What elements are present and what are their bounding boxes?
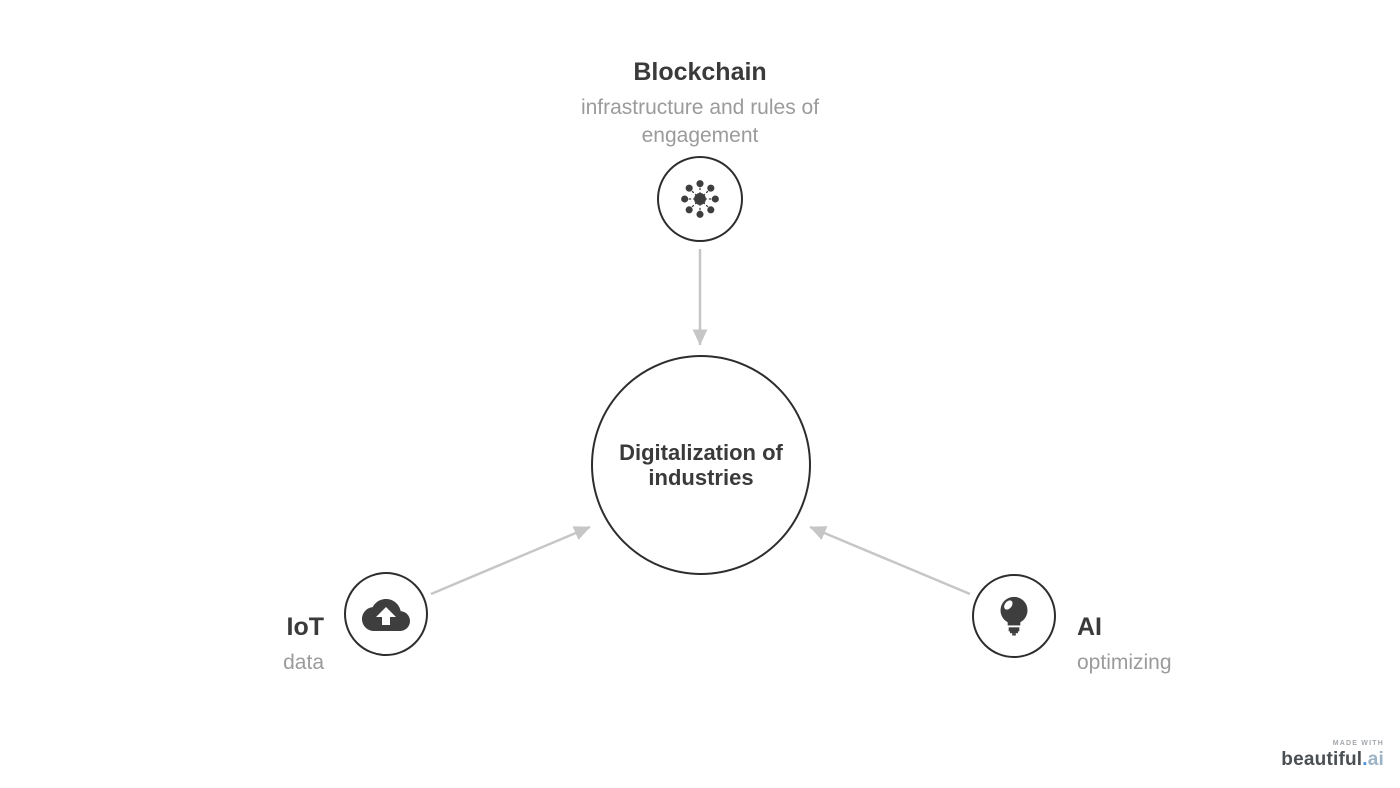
blockchain-node-circle	[657, 156, 743, 242]
iot-title: IoT	[286, 613, 325, 641]
made-with-label: MADE WITH	[1332, 740, 1384, 747]
arrow-iot-to-center	[430, 525, 591, 596]
iot-subtitle: data	[283, 651, 324, 674]
blockchain-label-group: Blockchain infrastructure and rules of e…	[500, 57, 900, 150]
brand-tld-text: ai	[1367, 749, 1384, 770]
ai-title: AI	[1077, 613, 1102, 641]
center-node-circle: Digitalization of industries	[591, 355, 811, 575]
beautiful-ai-watermark: MADE WITH beautiful.ai	[1281, 740, 1384, 769]
brand-dot-text: .	[1362, 749, 1368, 770]
brand-name-text: beautiful	[1281, 749, 1363, 770]
cloud-upload-icon	[362, 599, 410, 631]
blockchain-subtitle: infrastructure and rules of engagement	[580, 96, 820, 147]
iot-node-circle	[344, 572, 428, 656]
ai-label-group: AI optimizing	[1077, 612, 1172, 677]
ai-node-circle	[972, 574, 1056, 658]
iot-label-group: IoT data	[283, 612, 324, 677]
center-node-label: Digitalization of industries	[619, 440, 783, 490]
ai-subtitle: optimizing	[1077, 651, 1172, 674]
beautiful-ai-logo: beautiful.ai	[1281, 750, 1384, 769]
network-hub-icon	[681, 180, 719, 218]
lightbulb-icon	[1000, 596, 1028, 636]
blockchain-title: Blockchain	[633, 58, 767, 86]
arrow-ai-to-center	[809, 525, 971, 596]
